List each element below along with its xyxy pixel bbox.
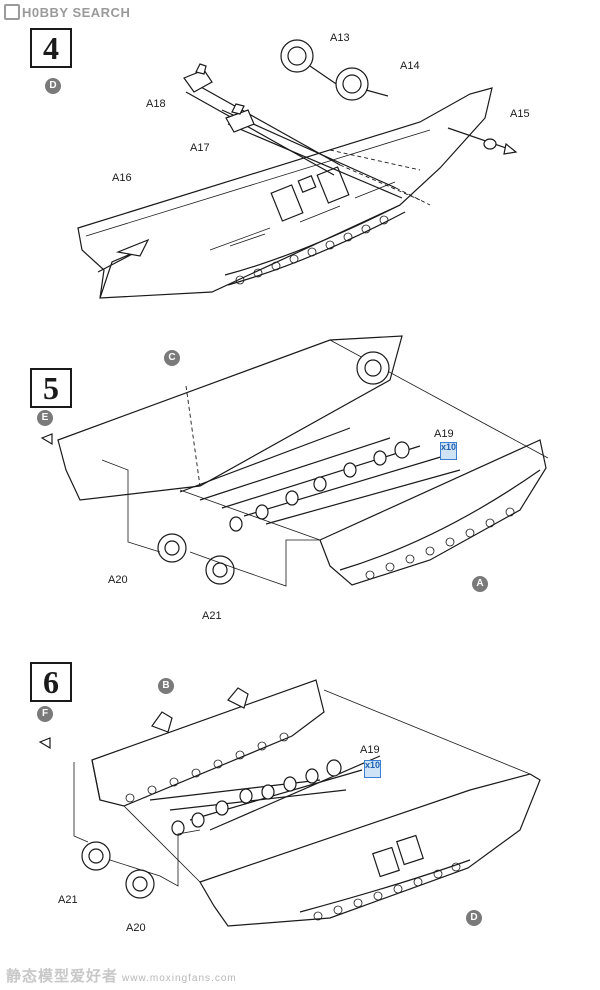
step-5-sub-badge: E bbox=[37, 410, 53, 426]
part-label-a13: A13 bbox=[330, 32, 350, 44]
part-label-a21: A21 bbox=[202, 610, 222, 622]
part-label-a19-step6: A19 bbox=[360, 744, 380, 756]
part-label-a17: A17 bbox=[190, 142, 210, 154]
step-6-number: 6 bbox=[30, 662, 72, 702]
part-label-a20-step6: A20 bbox=[126, 922, 146, 934]
part-label-a18: A18 bbox=[146, 98, 166, 110]
part-badge-d: D bbox=[466, 910, 482, 926]
part-label-a14: A14 bbox=[400, 60, 420, 72]
step-6-sub-badge: F bbox=[37, 706, 53, 722]
step-4-drawing bbox=[77, 39, 518, 299]
step-6-drawing bbox=[38, 679, 541, 927]
step-5-number: 5 bbox=[30, 368, 72, 408]
part-badge-b: B bbox=[158, 678, 174, 694]
part-label-a21-step6: A21 bbox=[58, 894, 78, 906]
part-label-a16: A16 bbox=[112, 172, 132, 184]
hobbysearch-watermark: H0BBY SEARCH bbox=[4, 4, 130, 20]
step-4-number: 4 bbox=[30, 28, 72, 68]
part-label-a19: A19 bbox=[434, 428, 454, 440]
step-5-drawing bbox=[40, 335, 549, 587]
quantity-badge-x10: x10 bbox=[440, 442, 457, 460]
step-4-sub-badge: D bbox=[45, 78, 61, 94]
part-badge-a: A bbox=[472, 576, 488, 592]
part-label-a20: A20 bbox=[108, 574, 128, 586]
watermark-logo-icon bbox=[4, 4, 20, 20]
part-badge-c: C bbox=[164, 350, 180, 366]
part-label-a15: A15 bbox=[510, 108, 530, 120]
quantity-badge-x10-step6: x10 bbox=[364, 760, 381, 778]
